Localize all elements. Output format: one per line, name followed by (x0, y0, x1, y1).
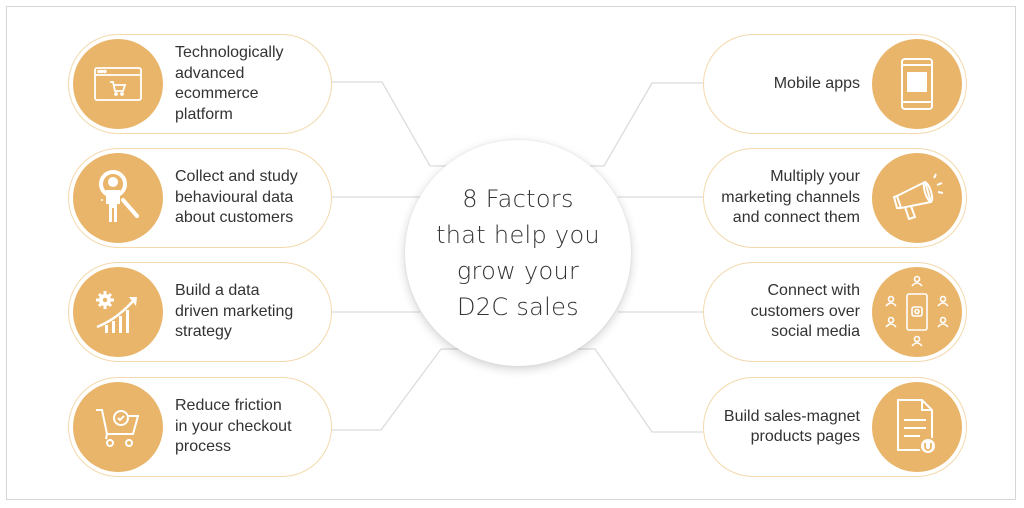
central-title-circle: 8 Factors that help you grow your D2C sa… (405, 140, 631, 366)
diagram-title: 8 Factors that help you grow your D2C sa… (436, 185, 600, 321)
factor-checkout-friction: Reduce friction in your checkout process (68, 377, 332, 477)
factor-label: Technologically advanced ecommerce platf… (175, 44, 284, 123)
factor-label: Collect and study behavioural data about… (175, 168, 298, 227)
phone-social-users-icon (872, 267, 962, 357)
factor-product-pages: Build sales-magnet products pages (703, 377, 967, 477)
cart-check-icon (73, 382, 163, 472)
factor-marketing-channels: Multiply your marketing channels and con… (703, 148, 967, 248)
browser-cart-icon (73, 39, 163, 129)
factor-label: Reduce friction in your checkout process (175, 397, 292, 456)
factor-data-driven-strategy: Build a data driven marketing strategy (68, 262, 332, 362)
factor-label: Connect with customers over social media (750, 282, 860, 341)
factor-label: Build a data driven marketing strategy (175, 282, 294, 341)
factor-ecommerce-platform: Technologically advanced ecommerce platf… (68, 34, 332, 134)
gear-growth-chart-icon (73, 267, 163, 357)
factor-label: Multiply your marketing channels and con… (721, 168, 860, 227)
factor-social-media: Connect with customers over social media (703, 262, 967, 362)
person-magnifier-icon (73, 153, 163, 243)
factor-behavioural-data: Collect and study behavioural data about… (68, 148, 332, 248)
factor-label: Build sales-magnet products pages (723, 407, 860, 446)
mobile-app-grid-icon (872, 39, 962, 129)
megaphone-icon (872, 153, 962, 243)
factor-label: Mobile apps (773, 74, 860, 92)
document-magnet-icon (872, 382, 962, 472)
factor-mobile-apps: Mobile apps (703, 34, 967, 134)
